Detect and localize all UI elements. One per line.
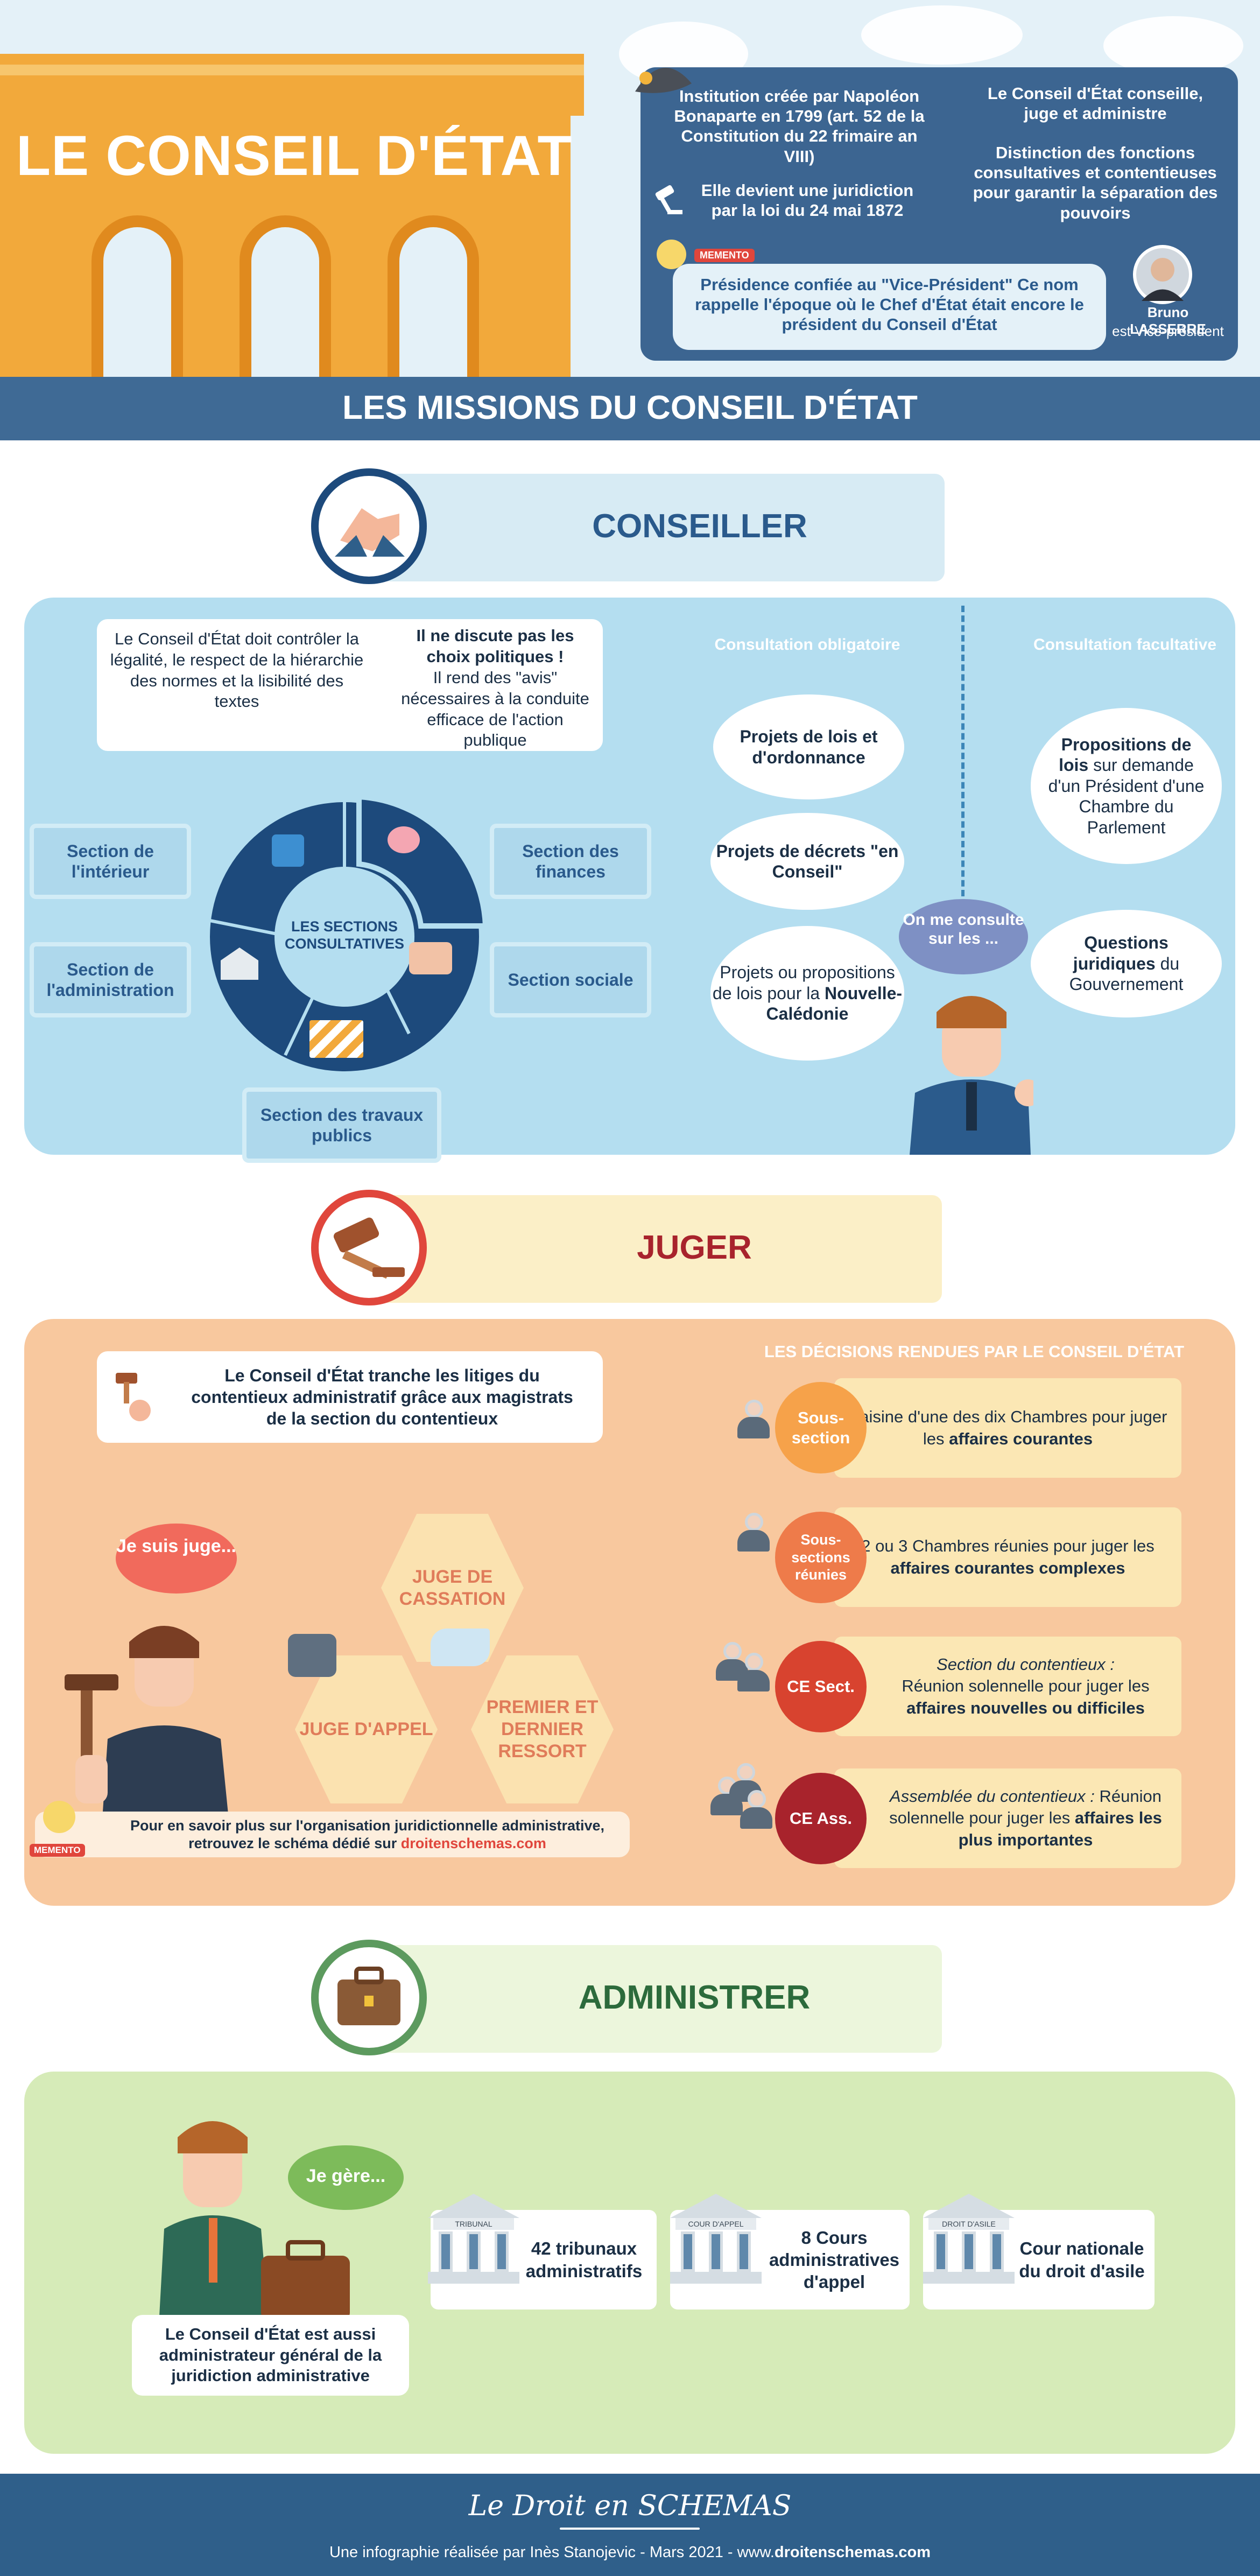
courthouse-icon: COUR D'APPEL (670, 2194, 762, 2288)
info-box: Institution créée par Napoléon Bonaparte… (635, 67, 1238, 361)
judge-icon (737, 1653, 770, 1691)
office-chair-icon (272, 834, 304, 867)
decision-circle-ce-section: CE Sect. (775, 1641, 867, 1732)
decision-row: Section du contentieux :Réunion solennel… (834, 1637, 1181, 1736)
section-sociale: Section sociale (490, 942, 651, 1017)
gavel-icon (651, 183, 684, 215)
lightbulb-icon (657, 240, 686, 269)
info-jurisdiction-text: Elle devient une juridiction par la loi … (701, 181, 914, 220)
decisions-title: LES DÉCISIONS RENDUES PAR LE CONSEIL D'É… (764, 1342, 1185, 1361)
judge-icon (737, 1400, 770, 1438)
page-title: LE CONSEIL D'ÉTAT (16, 124, 573, 187)
decision-row: 2 ou 3 Chambres réunies pour juger les a… (834, 1507, 1181, 1607)
arch-illustration (0, 54, 584, 116)
column-divider (961, 606, 965, 896)
judge-character (65, 1615, 258, 1820)
admin-speech-bubble: Je gère... (288, 2145, 404, 2210)
obligatoire-item-2: Projets de décrets "en Conseil" (710, 813, 904, 910)
conseiller-intro-card: Le Conseil d'État doit contrôler la léga… (97, 619, 603, 751)
section-finances: Section des finances (490, 824, 651, 899)
speech-bubble: On me consulte sur les ... (899, 899, 1028, 974)
memento-badge: MEMENTO (30, 1844, 85, 1857)
gavel-hand-icon (110, 1370, 153, 1424)
courthouse-icon: DROIT D'ASILE (923, 2194, 1015, 2288)
juger-header: JUGER (371, 1195, 942, 1303)
info-creation-text: Institution créée par Napoléon Bonaparte… (674, 87, 925, 166)
conseiller-title: CONSEILLER (592, 508, 807, 545)
gavel-icon (311, 1190, 427, 1305)
missions-banner: LES MISSIONS DU CONSEIL D'ÉTAT (0, 377, 1260, 440)
admin-note-card: Le Conseil d'État est aussi administrate… (132, 2315, 409, 2396)
obligatoire-item-1: Projets de lois et d'ordonnance (713, 694, 904, 799)
judge-icon (737, 1513, 770, 1552)
judge-speech-bubble: Je suis juge... (116, 1524, 237, 1594)
footer-logo: Le Droit en SCHEMAS (468, 2490, 792, 2522)
intro-text: Le Conseil d'État doit contrôler la léga… (110, 629, 364, 711)
handshake-icon (311, 468, 427, 584)
piggy-bank-icon (388, 826, 420, 853)
decision-circle-ce-assemblee: CE Ass. (775, 1773, 867, 1864)
facultative-item-2: Questions juridiques du Gouvernement (1031, 910, 1222, 1017)
sections-donut: LES SECTIONS CONSULTATIVES (205, 794, 489, 1077)
decision-circle-sous-section: Sous-section (775, 1382, 867, 1473)
judge-icon (716, 1642, 748, 1681)
section-travaux-publics: Section des travaux publics (242, 1087, 441, 1163)
briefcase-icon (311, 1940, 427, 2055)
vp-name: Bruno LASSERRE (1130, 304, 1206, 337)
memento-badge: MEMENTO (694, 249, 755, 262)
administrer-header: ADMINISTRER (371, 1945, 942, 2053)
donut-center-label: LES SECTIONS CONSULTATIVES (285, 918, 404, 952)
juger-memento-card: Pour en savoir plus sur l'organisation j… (35, 1812, 630, 1857)
horn-icon (431, 1629, 490, 1666)
col-obligatoire-label: Consultation obligatoire (714, 636, 900, 654)
footer: Le Droit en SCHEMAS Une infographie réal… (0, 2474, 1260, 2576)
decision-circle-sous-sections-reunies: Sous-sections réunies (775, 1512, 867, 1603)
info-separation-text: Distinction des fonctions consultatives … (973, 143, 1218, 222)
decision-row: Saisine d'une des dix Chambres pour juge… (834, 1378, 1181, 1478)
people-icon (409, 942, 452, 974)
banner-title: LES MISSIONS DU CONSEIL D'ÉTAT (342, 389, 918, 426)
lightbulb-icon (43, 1801, 75, 1833)
administrator-character (156, 2116, 361, 2326)
vp-role: est Vice-président (1112, 323, 1224, 339)
memento-box: Présidence confiée au "Vice-Président" C… (673, 264, 1106, 350)
cloud-decoration (1103, 16, 1243, 75)
section-administration: Section de l'administration (30, 942, 191, 1017)
administrer-title: ADMINISTRER (578, 1979, 811, 2016)
conseiller-header: CONSEILLER (371, 474, 945, 581)
telephone-icon (288, 1634, 336, 1677)
roadwork-barrier-icon (309, 1020, 363, 1058)
cloud-decoration (861, 5, 1023, 65)
policy-text: Il rend des "avis" nécessaires à la cond… (401, 668, 589, 750)
obligatoire-item-3: Projets ou propositions de lois pour la … (710, 926, 904, 1061)
decision-row: Assemblée du contentieux : Réunion solen… (834, 1768, 1181, 1868)
policy-bold: Il ne discute pas les choix politiques ! (416, 626, 574, 666)
arch-body (0, 116, 571, 377)
court-card-tribunal: 42 tribunaux administratifs (431, 2210, 657, 2310)
juger-intro-card: Le Conseil d'État tranche les litiges du… (97, 1351, 603, 1443)
footer-site-link[interactable]: droitenschemas.com (774, 2544, 931, 2561)
judge-icon (710, 1777, 743, 1815)
info-role-text: Le Conseil d'État conseille, juge et adm… (987, 84, 1203, 123)
juger-title: JUGER (637, 1229, 752, 1266)
facultative-item-1: Propositions de lois sur demande d'un Pr… (1031, 708, 1222, 864)
courthouse-icon: TRIBUNAL (428, 2194, 519, 2288)
bicorne-hat-icon (630, 54, 694, 113)
col-facultative-label: Consultation facultative (1033, 636, 1217, 654)
avatar (1133, 245, 1192, 304)
section-interieur: Section de l'intérieur (30, 824, 191, 899)
memento-link[interactable]: droitenschemas.com (400, 1835, 546, 1851)
footer-credit: Une infographie réalisée par Inès Stanoj… (329, 2544, 931, 2561)
judge-icon (740, 1790, 772, 1829)
logo-underline (560, 2528, 700, 2530)
advisor-character (904, 980, 1041, 1155)
